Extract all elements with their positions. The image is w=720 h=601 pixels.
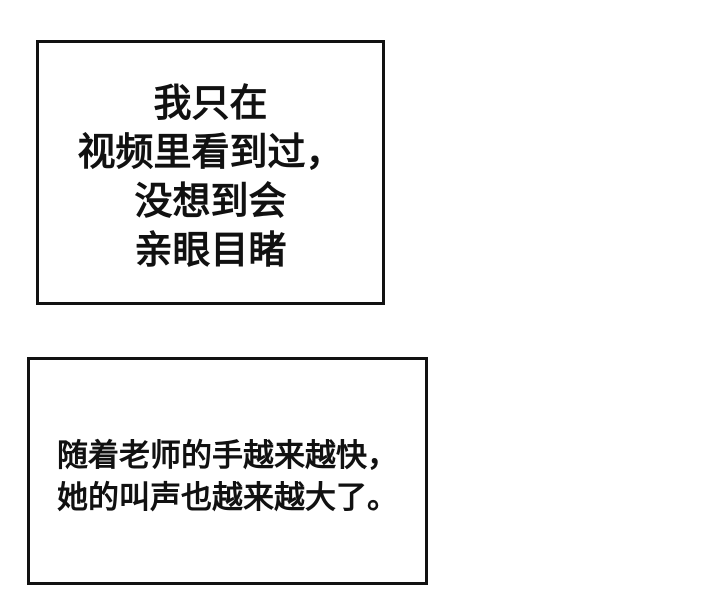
caption-text-1: 我只在 视频里看到过， 没想到会 亲眼目睹 [77, 79, 343, 275]
caption-box-1: 我只在 视频里看到过， 没想到会 亲眼目睹 [36, 40, 385, 305]
caption-line: 她的叫声也越来越大了。 [57, 480, 398, 516]
caption-line: 视频里看到过， [77, 129, 344, 174]
caption-text-2: 随着老师的手越来越快， 她的叫声也越来越大了。 [57, 435, 398, 519]
caption-line: 随着老师的手越来越快， [57, 438, 398, 474]
caption-box-2: 随着老师的手越来越快， 她的叫声也越来越大了。 [27, 357, 428, 585]
caption-line: 亲眼目睹 [134, 227, 287, 272]
caption-line: 我只在 [153, 80, 268, 125]
caption-line: 没想到会 [134, 178, 287, 223]
